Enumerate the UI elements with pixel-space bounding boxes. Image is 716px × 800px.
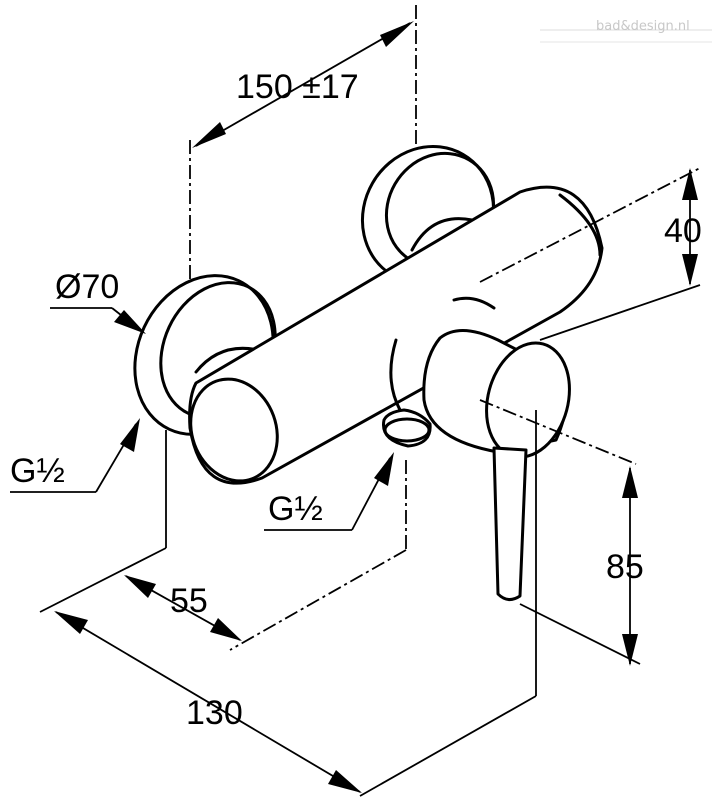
dimension-text-55: 55 — [170, 582, 208, 620]
watermark-text: bad&design.nl — [596, 19, 690, 34]
dimension-rosette-diameter: Ø70 — [50, 268, 146, 334]
dimension-body-height: 40 — [479, 167, 702, 341]
dimension-center-distance: 150 ±17 — [189, 5, 417, 285]
dimension-text-150: 150 ±17 — [236, 68, 359, 106]
outlet-spout — [382, 338, 432, 448]
dimension-text-d70: Ø70 — [55, 268, 119, 306]
dimension-text-g12-outlet: G½ — [268, 490, 323, 528]
handle-assembly — [422, 296, 571, 601]
dimension-line-150 — [195, 22, 411, 147]
dimension-text-85: 85 — [606, 548, 644, 586]
extension-line-40-bottom — [539, 284, 701, 341]
watermark-logo: bad&design.nl — [540, 19, 712, 43]
dimension-text-40: 40 — [664, 212, 702, 250]
mixer-body — [188, 185, 604, 485]
dimension-wall-to-front: 130 — [54, 410, 537, 797]
dimension-inlet-thread: G½ — [10, 418, 140, 493]
dimension-text-130: 130 — [186, 694, 243, 732]
arrow-150-right — [380, 21, 414, 47]
dimension-wall-to-outlet: 55 — [39, 430, 407, 651]
extension-line-40-top — [479, 167, 701, 283]
dimension-lever-height: 85 — [479, 399, 644, 666]
dimension-text-g12-inlet: G½ — [10, 452, 65, 490]
arrow-150-left — [192, 122, 226, 148]
handle-lever — [492, 446, 528, 601]
dimension-outlet-thread: G½ — [264, 452, 394, 531]
extension-line-85-bottom — [519, 603, 641, 665]
extension-line-85-top — [479, 399, 637, 465]
body-end-cap-left — [189, 377, 279, 483]
